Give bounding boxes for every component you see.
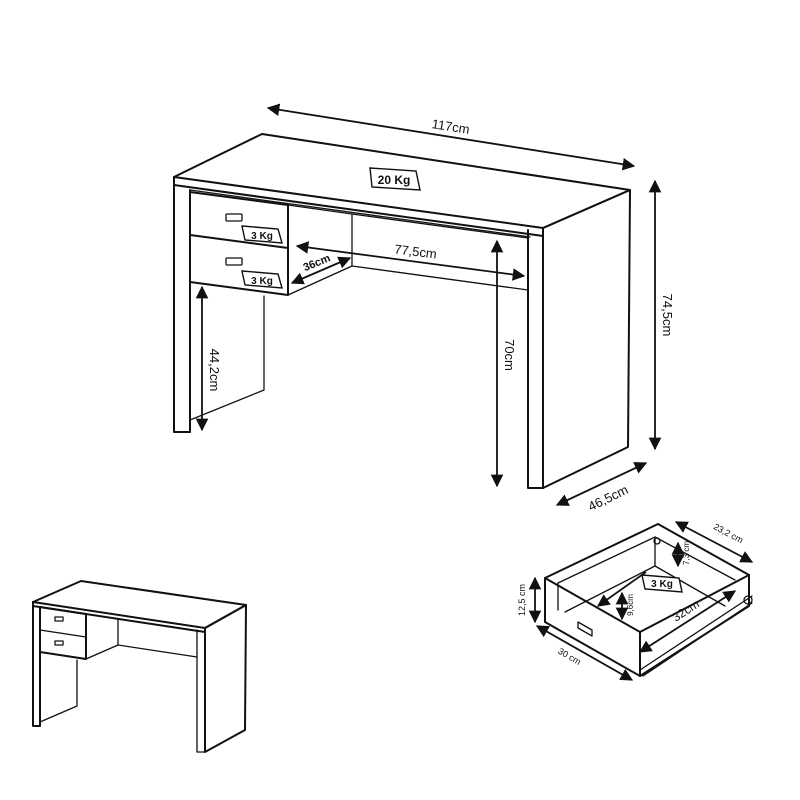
drawer-depth-dimension-detail: 32cm: [638, 590, 737, 653]
drawer-load-label-lower: 3 Kg: [251, 276, 273, 287]
depth-dimension: 46,5cm: [555, 462, 648, 514]
knee-width-label: 77,5cm: [393, 241, 437, 261]
knee-height-dimension: 70cm: [490, 239, 517, 488]
drawer-depth-label: 36cm: [302, 252, 333, 274]
drawer-depth-label-detail: 32cm: [670, 597, 702, 625]
drawer-front: [544, 577, 641, 677]
drawer-load-badge-upper: 3 Kg: [241, 225, 283, 244]
height-dimension: 74,5cm: [648, 179, 675, 451]
modesty-panel: [351, 213, 529, 291]
pedestal-clearance-label: 44,2cm: [207, 349, 222, 392]
drawer-side-height-dimension: 9,6cm: [615, 591, 635, 621]
drawer-detail-load-badge: 3 Kg: [641, 574, 683, 593]
drawer-inner-height-label: 7,3 cm: [682, 541, 691, 565]
width-dimension: 117cm: [266, 103, 636, 171]
drawer-side-height-label: 9,6cm: [626, 594, 635, 616]
knee-height-label: 70cm: [502, 339, 517, 371]
drawer-back-width-label: 23,2 cm: [712, 521, 745, 545]
height-label: 74,5cm: [660, 294, 675, 337]
drawer-width-dimension: 30 cm: [535, 625, 634, 681]
thumbnail-handle-icon: [54, 616, 64, 622]
drawer-inner-height-dimension: 7,3 cm: [671, 541, 691, 568]
drawer-depth-dimension: 36cm: [290, 252, 352, 285]
pedestal-clearance-dimension: 44,2cm: [195, 285, 222, 432]
drawer-load-label-upper: 3 Kg: [251, 231, 273, 242]
drawer-handle-icon: [225, 257, 243, 266]
drawer-load-arrow-icon: [596, 571, 647, 607]
drawer-handle-icon: [225, 213, 243, 222]
drawer-front-height-label: 12,5 cm: [517, 584, 527, 616]
knee-width-dimension: 77,5cm: [295, 241, 526, 281]
drawer-unit: [189, 191, 289, 296]
width-label: 117cm: [431, 116, 471, 137]
drawer-load-badge-lower: 3 Kg: [241, 270, 283, 289]
desk-right-panel: [542, 189, 631, 489]
drawer-front-height-dimension: 12,5 cm: [517, 576, 542, 624]
thumbnail-handle-icon: [54, 640, 64, 646]
depth-label: 46,5cm: [586, 482, 631, 514]
desk-front-edge: [173, 176, 544, 237]
drawer-front-handle-icon: [577, 621, 593, 637]
top-load-badge: 20 Kg: [369, 167, 421, 191]
drawer-detail-load-label: 3 Kg: [651, 579, 673, 590]
top-load-label: 20 Kg: [378, 173, 411, 187]
desk-left-pedestal: [173, 176, 191, 433]
desk-thumbnail: [32, 580, 247, 753]
